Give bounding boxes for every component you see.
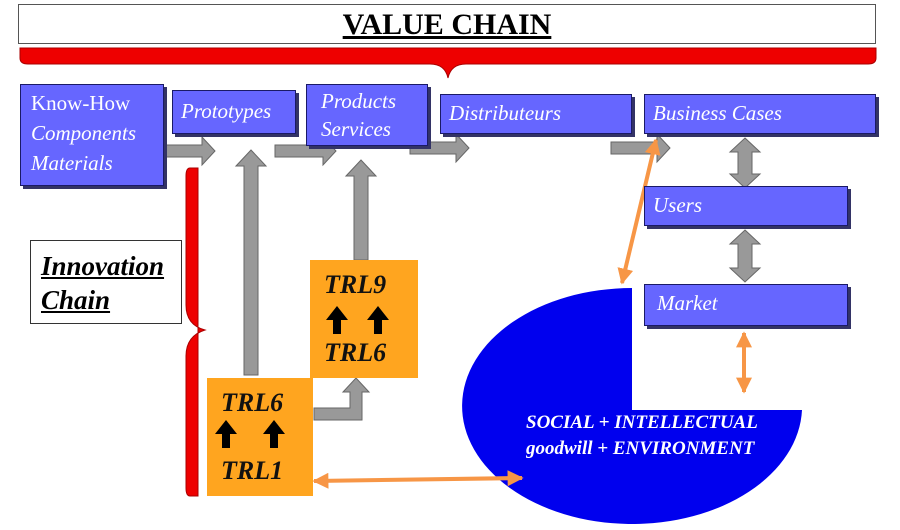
innovation-chain-brace xyxy=(185,167,207,497)
know-how-box: Know-How Components Materials xyxy=(20,84,164,186)
prototypes-label: Prototypes xyxy=(181,99,272,123)
users-label: Users xyxy=(653,193,703,217)
materials-label: Materials xyxy=(31,151,113,175)
value-chain-title-box: VALUE CHAIN xyxy=(18,4,876,44)
products-label: Products xyxy=(321,89,397,113)
distributeurs-box: Distributeurs xyxy=(440,94,632,134)
arrow-trl-to-pie xyxy=(312,470,524,489)
innovation-chain-box: Innovation Chain xyxy=(30,240,182,324)
market-label: Market xyxy=(657,291,718,315)
chain-label: Chain xyxy=(41,285,111,315)
components-label: Components xyxy=(31,121,136,145)
arrow-knowhow-to-prototypes xyxy=(155,135,216,167)
arrow-business-users xyxy=(728,137,762,189)
prototypes-box: Prototypes xyxy=(172,90,296,134)
value-chain-brace xyxy=(19,47,877,79)
trl-low-box: TRL6 TRL1 xyxy=(207,378,313,496)
trl-high-bottom-label: TRL6 xyxy=(324,338,387,367)
trl-high-box: TRL9 TRL6 xyxy=(310,260,418,378)
impact-line-1: SOCIAL + INTELLECTUAL xyxy=(526,412,758,433)
arrow-pie-to-business xyxy=(617,138,661,285)
arrow-users-market xyxy=(728,229,762,283)
distributeurs-label: Distributeurs xyxy=(449,101,562,125)
impact-line-2: goodwill + ENVIRONMENT xyxy=(526,438,755,459)
business-cases-label: Business Cases xyxy=(653,101,782,125)
trl-low-bottom-label: TRL1 xyxy=(221,456,284,485)
services-label: Services xyxy=(321,117,391,141)
arrow-trl-high-to-products xyxy=(344,159,378,261)
users-box: Users xyxy=(644,186,848,226)
market-box: Market xyxy=(644,284,848,326)
know-how-label: Know-How xyxy=(31,91,131,115)
arrow-distributeurs-to-business xyxy=(610,132,671,164)
products-services-box: Products Services xyxy=(306,84,428,146)
arrow-trl-low-to-prototypes xyxy=(234,149,268,376)
trl-low-top-label: TRL6 xyxy=(221,388,284,417)
value-chain-title: VALUE CHAIN xyxy=(342,8,552,41)
impact-pie xyxy=(462,288,802,524)
trl-high-top-label: TRL9 xyxy=(324,270,387,299)
business-cases-box: Business Cases xyxy=(644,94,876,134)
innovation-label: Innovation xyxy=(41,251,165,281)
arrow-trl-low-to-trl-high xyxy=(313,377,371,421)
arrow-products-to-distributeurs xyxy=(409,132,470,164)
